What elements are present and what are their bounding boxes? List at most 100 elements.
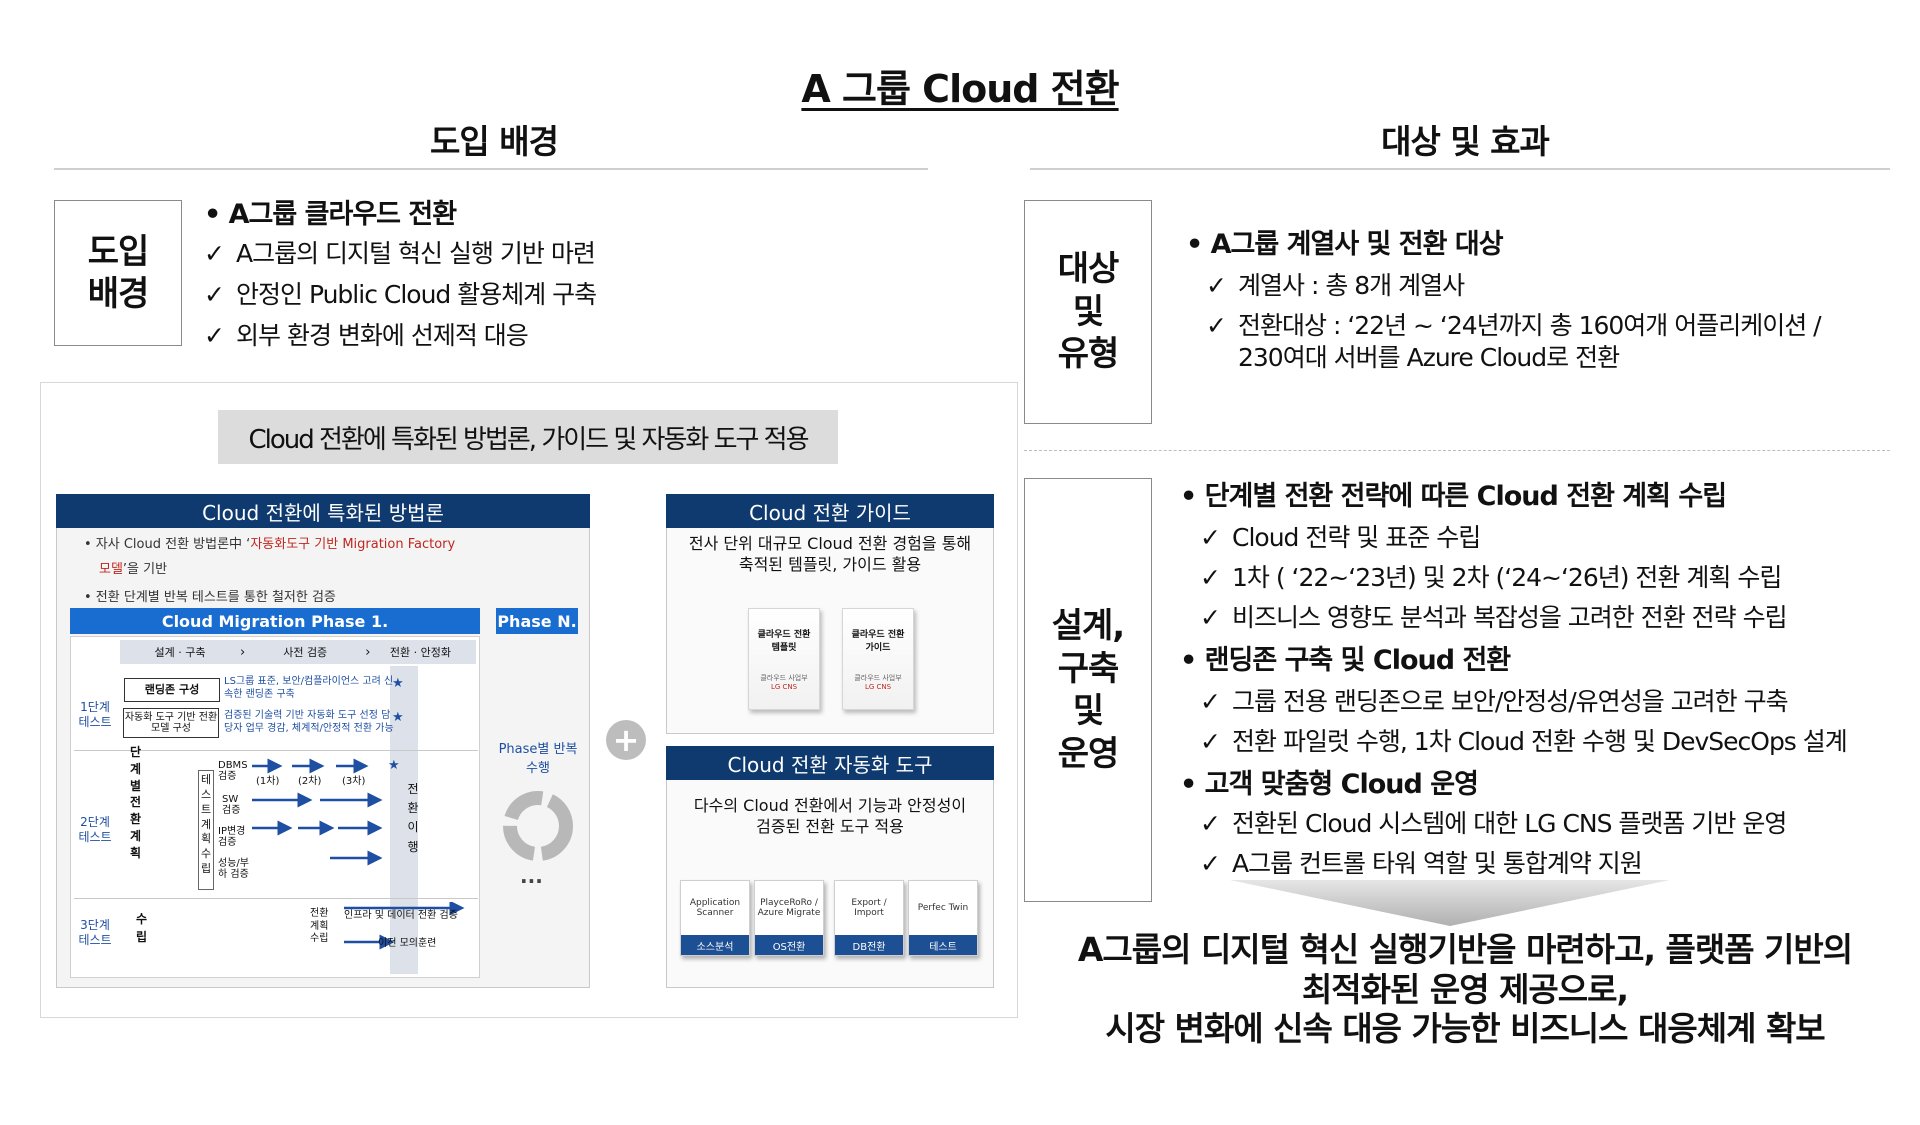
left-heading: 도입 배경 <box>430 122 559 161</box>
check-icon: ✓ <box>1200 687 1221 716</box>
check-icon: ✓ <box>204 321 225 350</box>
conclusion-line-1: A그룹의 디지털 혁신 실행기반을 마련하고, 플랫폼 기반의 <box>1077 930 1853 969</box>
check-icon: ✓ <box>1200 563 1221 592</box>
row-sw: SW 검증 <box>222 794 241 816</box>
star-icon: ★ <box>388 758 400 773</box>
target-check-2-cont: 230여대 서버를 Azure Cloud로 전환 <box>1238 343 1620 372</box>
methodology-note-1: • 자사 Cloud 전환 방법론中 ‘자동화도구 기반 Migration F… <box>84 537 456 577</box>
guide-book-template: 클라우드 전환 템플릿 클라우드 사업부 LG CNS <box>748 608 820 710</box>
check-icon: ✓ <box>1200 523 1221 552</box>
infra-arrows <box>344 902 465 950</box>
round-arrows <box>252 758 383 866</box>
check-icon: ✓ <box>204 280 225 309</box>
round-1-label: (1차) <box>256 776 280 787</box>
check-icon: ✓ <box>1200 727 1221 756</box>
row-ip: IP변경 검증 <box>218 826 246 848</box>
repeat-label: Phase별 반복 수행 <box>498 742 578 776</box>
round-3-label: (3차) <box>342 776 366 787</box>
target-bullet: • A그룹 계열사 및 전환 대상 <box>1186 229 1504 260</box>
chevron-icon: › <box>240 644 246 660</box>
infra-label: 인프라 및 데이터 전환 검증 <box>344 910 458 921</box>
automation-box: 자동화 도구 기반 전환모델 구성 <box>123 708 219 738</box>
plan-label: 전환 계획 수립 <box>310 908 329 944</box>
target-check-2: ✓전환대상 : ‘22년 ~ ‘24년까지 총 160여개 어플리케이션 / <box>1206 311 1822 340</box>
phaseN-bar: Phase N. <box>496 608 578 634</box>
section1-bullet: • 단계별 전환 전략에 따른 Cloud 전환 계획 수립 <box>1180 481 1727 512</box>
chevron-icon: › <box>365 644 371 660</box>
check-icon: ✓ <box>1206 311 1227 340</box>
step-migrate: 전환 · 안정화 <box>389 646 451 659</box>
stage-2-label: 2단계 테스트 <box>78 815 112 844</box>
landingzone-box: 랜딩존 구성 <box>124 678 220 702</box>
section2-check-2: ✓전환 파일럿 수행, 1차 Cloud 전환 수행 및 DevSecOps 설… <box>1200 727 1848 756</box>
section3-check-2: ✓A그룹 컨트롤 타워 역할 및 통합계약 지원 <box>1200 849 1643 878</box>
right-divider <box>1030 168 1890 170</box>
check-icon: ✓ <box>1200 809 1221 838</box>
check-icon: ✓ <box>1200 603 1221 632</box>
conclusion-line-2: 최적화된 운영 제공으로, <box>1301 969 1629 1009</box>
landingzone-desc: LS그룹 표준, 보안/컴플라이언스 고려 신속한 랜딩존 구축 <box>224 676 394 700</box>
conclusion-line-3: 시장 변화에 신속 대응 가능한 비즈니스 대응체계 확보 <box>1105 1009 1825 1049</box>
row-dbms: DBMS 검증 <box>218 760 248 782</box>
migrate-column <box>390 666 418 974</box>
approach-banner: Cloud 전환에 특화된 방법론, 가이드 및 자동화 도구 적용 <box>218 410 838 464</box>
guide-book-guide: 클라우드 전환 가이드 클라우드 사업부 LG CNS <box>842 608 914 710</box>
vertical-label-test: 테스트 계획 수립 <box>198 770 214 890</box>
tools-header: Cloud 전환 자동화 도구 <box>666 746 994 780</box>
section1-check-3: ✓비즈니스 영향도 분석과 복잡성을 고려한 전환 전략 수립 <box>1200 603 1788 632</box>
arrow-icon <box>1230 880 1670 926</box>
section2-bullet: • 랜딩존 구축 및 Cloud 전환 <box>1180 645 1511 676</box>
section1-check-2: ✓1차 ( ‘22~‘23년) 및 2차 (‘24~‘26년) 전환 계획 수립 <box>1200 563 1782 592</box>
section1-check-1: ✓Cloud 전략 및 표준 수립 <box>1200 523 1481 552</box>
step-design: 설계 · 구축 <box>154 646 206 659</box>
approach-panel <box>40 382 1018 1018</box>
row-perf: 성능/부하 검증 <box>218 858 249 880</box>
step-header: 설계 · 구축 › 사전 검증 › 전환 · 안정화 <box>120 640 476 664</box>
design-box-label: 설계, 구축 및 운영 <box>1024 478 1152 902</box>
methodology-note-2: • 전환 단계별 반복 테스트를 통한 철저한 검증 <box>84 590 336 605</box>
stage-1-label: 1단계 테스트 <box>78 700 112 729</box>
check-icon: ✓ <box>1206 271 1227 300</box>
check-icon: ✓ <box>204 239 225 268</box>
section3-check-1: ✓전환된 Cloud 시스템에 대한 LG CNS 플랫폼 기반 운영 <box>1200 809 1787 838</box>
methodology-header: Cloud 전환에 특화된 방법론 <box>56 494 590 528</box>
section3-bullet: • 고객 맞춤형 Cloud 운영 <box>1180 769 1479 800</box>
star-icon: ★ <box>392 710 404 725</box>
right-heading: 대상 및 효과 <box>1381 122 1550 161</box>
guide-box <box>666 494 994 734</box>
round-2-label: (2차) <box>298 776 322 787</box>
stage-divider-1 <box>74 750 478 751</box>
target-box-label: 대상 및 유형 <box>1024 200 1152 424</box>
stage-divider-2 <box>74 898 478 899</box>
conclusion: A그룹의 디지털 혁신 실행기반을 마련하고, 플랫폼 기반의 최적화된 운영 … <box>1030 930 1900 1049</box>
automation-desc: 검증된 기술력 기반 자동화 도구 선정 담당자 업무 경감, 체계적/안정적 … <box>224 710 394 734</box>
right-section-divider <box>1024 450 1890 451</box>
guide-desc: 전사 단위 대규모 Cloud 전환 경험을 통해 축적된 템플릿, 가이드 활… <box>688 534 972 574</box>
vertical-label-plan: 단계별 전환계획 <box>130 745 142 860</box>
ellipsis: ... <box>520 864 543 888</box>
section2-check-1: ✓그룹 전용 랜딩존으로 보안/안정성/유연성을 고려한 구축 <box>1200 687 1789 716</box>
check-icon: ✓ <box>1200 849 1221 878</box>
plus-circle-icon: + <box>606 720 646 760</box>
intro-bullet: • A그룹 클라우드 전환 <box>204 199 457 230</box>
stage-3-label: 3단계 테스트 <box>78 918 112 947</box>
left-divider <box>54 168 928 170</box>
phase1-bar: Cloud Migration Phase 1. <box>70 608 480 634</box>
guide-header: Cloud 전환 가이드 <box>666 494 994 528</box>
cycle-icon <box>503 791 573 861</box>
intro-box-label: 도입 배경 <box>54 200 182 346</box>
star-icon: ★ <box>392 676 404 691</box>
tools-desc: 다수의 Cloud 전환에서 기능과 안정성이 검증된 전환 도구 적용 <box>693 796 967 836</box>
rehearsal-label: 이전 모의훈련 <box>378 938 437 949</box>
step-precheck: 사전 검증 <box>283 646 328 659</box>
vertical-label-establish: 수립 <box>136 912 148 944</box>
intro-check-2: ✓안정인 Public Cloud 활용체계 구축 <box>204 280 597 309</box>
target-check-1: ✓계열사 : 총 8개 계열사 <box>1206 271 1465 300</box>
intro-check-1: ✓A그룹의 디지털 혁신 실행 기반 마련 <box>204 239 596 268</box>
vertical-label-migrate: 전환 이행 <box>407 782 419 854</box>
page-title: A 그룹 Cloud 전환 <box>801 67 1119 111</box>
